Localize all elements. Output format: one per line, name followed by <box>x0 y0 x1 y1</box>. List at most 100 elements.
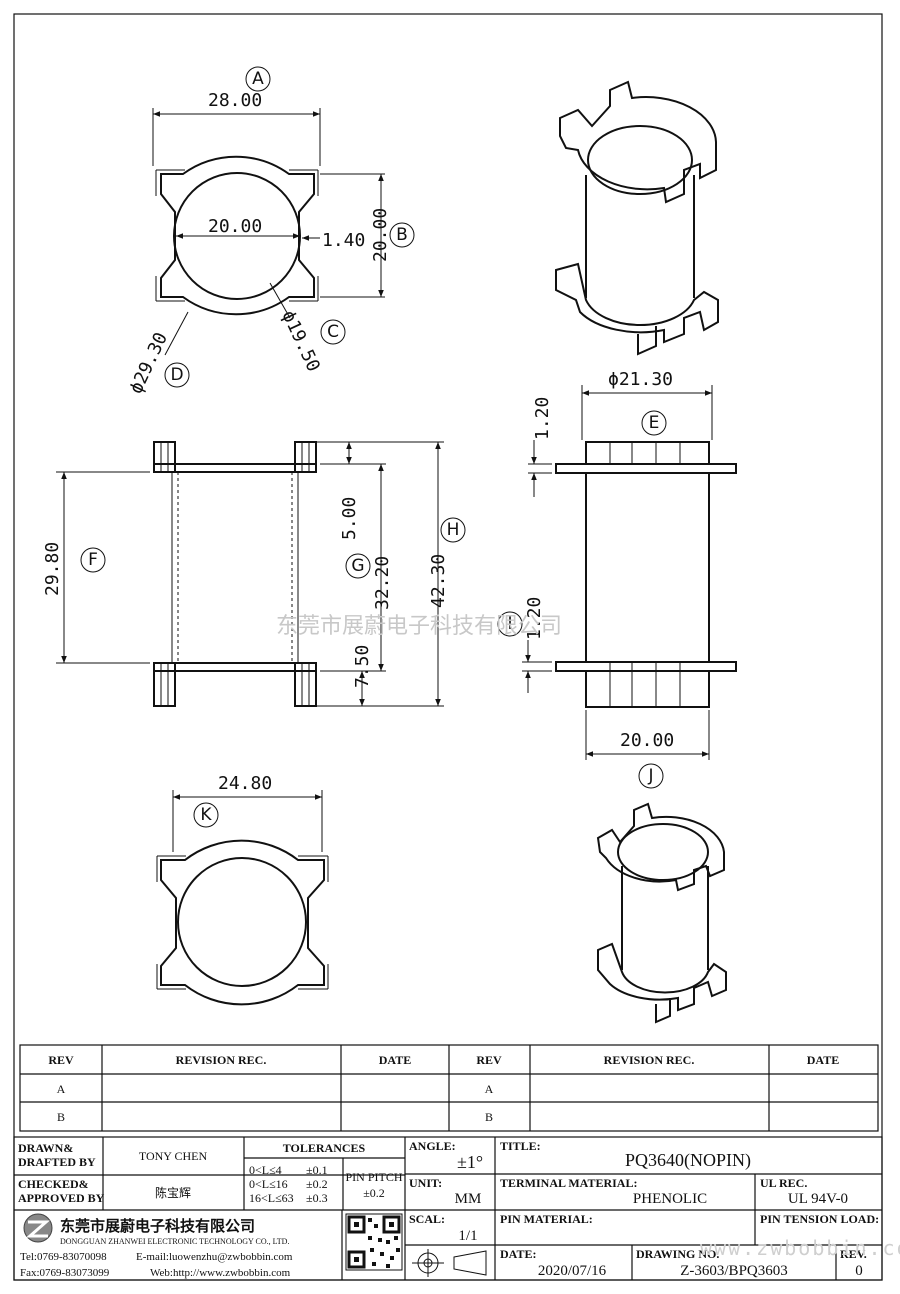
dim-e-text: ϕ21.30 <box>608 369 673 390</box>
company-tel: Tel:0769-83070098 <box>20 1251 107 1263</box>
svg-text:E: E <box>649 413 660 433</box>
revision-rec-header-1: REVISION REC. <box>176 1053 267 1067</box>
tol-range-3: 16<L≤63 <box>249 1191 294 1205</box>
company-logo-icon <box>23 1213 53 1243</box>
drawing-no-label: DRAWING NO. <box>636 1247 719 1261</box>
company-web: Web:http://www.zwbobbin.com <box>150 1267 291 1279</box>
tol-range-2: 0<L≤16 <box>249 1177 288 1191</box>
scale-label: SCAL: <box>409 1212 445 1226</box>
qr-code-icon <box>345 1213 403 1271</box>
unit-label: UNIT: <box>409 1176 442 1190</box>
drawn-by-value: TONY CHEN <box>139 1149 208 1163</box>
svg-text:J: J <box>647 766 653 786</box>
svg-text:C: C <box>327 322 339 342</box>
rev-row-b-left: B <box>57 1110 65 1124</box>
dim-g-top-text: 5.00 <box>339 497 360 540</box>
terminal-material-label: TERMINAL MATERIAL: <box>500 1176 637 1190</box>
rev-row-a-left: A <box>57 1082 66 1096</box>
dim-g-bot-text: 7.50 <box>352 645 373 688</box>
dim-i-text: 1.20 <box>524 597 545 640</box>
angle-label: ANGLE: <box>409 1139 456 1153</box>
pin-material-label: PIN MATERIAL: <box>500 1212 593 1226</box>
dim-j-text: 20.00 <box>620 730 674 751</box>
dim-c-text: ϕ19.50 <box>277 307 324 375</box>
sheet-border <box>13 13 883 1281</box>
company-name-cn: 东莞市展蔚电子科技有限公司 <box>60 1217 255 1235</box>
dim-a-text: 28.00 <box>208 90 262 111</box>
callout-b: B <box>389 222 415 248</box>
rev-row-b-right: B <box>485 1110 493 1124</box>
date-label: DATE: <box>500 1247 536 1261</box>
svg-text:A: A <box>252 69 264 89</box>
callout-a: A <box>245 66 271 92</box>
drawn-label-1: DRAWN& <box>18 1141 73 1155</box>
pin-pitch-value: ±0.2 <box>363 1186 385 1200</box>
pin-pitch-label: PIN PITCH <box>345 1170 402 1184</box>
isometric-view-top <box>555 80 719 356</box>
callout-h: H <box>440 517 466 543</box>
date-header-1: DATE <box>379 1053 411 1067</box>
top-view <box>152 108 385 356</box>
company-name-en: DONGGUAN ZHANWEI ELECTRONIC TECHNOLOGY C… <box>60 1237 289 1246</box>
svg-text:G: G <box>351 556 364 576</box>
rev-label: REV. <box>840 1247 867 1261</box>
svg-text:B: B <box>396 225 408 245</box>
svg-text:K: K <box>200 805 212 825</box>
callout-f: F <box>80 547 106 573</box>
dim-e-top-text: 1.20 <box>532 397 553 440</box>
callout-i: I <box>497 611 523 637</box>
title-value: PQ3640(NOPIN) <box>625 1150 751 1171</box>
tol-value-2: ±0.2 <box>306 1177 328 1191</box>
revision-table <box>19 1044 879 1132</box>
callout-d: D <box>164 362 190 388</box>
callout-j: J <box>638 763 664 789</box>
dim-d-text: ϕ29.30 <box>125 329 172 397</box>
dim-a-inner-text: 20.00 <box>208 216 262 237</box>
checked-label-1: CHECKED& <box>18 1177 89 1191</box>
tol-value-3: ±0.3 <box>306 1191 328 1205</box>
callout-g: G <box>345 553 371 579</box>
dim-wall-text: 1.40 <box>322 230 365 251</box>
terminal-material-value: PHENOLIC <box>633 1191 707 1207</box>
ul-rec-label: UL REC. <box>760 1176 807 1190</box>
svg-text:D: D <box>170 365 183 385</box>
title-label: TITLE: <box>500 1139 541 1153</box>
dim-g-text: 32.20 <box>372 556 393 610</box>
company-fax: Fax:0769-83073099 <box>20 1267 110 1279</box>
dim-b-text: 20.00 <box>370 208 391 262</box>
rev-row-a-right: A <box>485 1082 494 1096</box>
svg-text:F: F <box>88 550 98 570</box>
tolerances-label: TOLERANCES <box>283 1141 366 1155</box>
ul-rec-value: UL 94V-0 <box>788 1191 848 1207</box>
pin-tension-label: PIN TENSION LOAD: <box>760 1212 879 1226</box>
rev-header-2: REV <box>476 1053 502 1067</box>
checked-label-2: APPROVED BY <box>18 1191 105 1205</box>
callout-e: E <box>641 410 667 436</box>
rev-header-1: REV <box>48 1053 74 1067</box>
drawn-label-2: DRAFTED BY <box>18 1155 96 1169</box>
scale-value: 1/1 <box>458 1228 477 1244</box>
svg-text:H: H <box>447 520 460 540</box>
unit-value: MM <box>455 1191 482 1207</box>
callout-c: C <box>320 319 346 345</box>
watermark-text: 东莞市展蔚电子科技有限公司 <box>276 614 562 639</box>
tol-value-1: ±0.1 <box>306 1163 328 1177</box>
revision-rec-header-2: REVISION REC. <box>604 1053 695 1067</box>
svg-text:I: I <box>507 614 512 634</box>
side-view <box>522 385 737 760</box>
projection-symbol-icon <box>412 1249 487 1277</box>
watermark-url: www.zwbobbin.com <box>700 1236 900 1260</box>
dim-h-text: 42.30 <box>428 554 449 608</box>
tol-range-1: 0<L≤4 <box>249 1163 282 1177</box>
date-header-2: DATE <box>807 1053 839 1067</box>
dim-k-text: 24.80 <box>218 773 272 794</box>
bottom-view <box>156 790 329 1006</box>
isometric-view-bottom <box>596 802 727 1024</box>
title-block <box>13 1136 883 1281</box>
drawing-no-value: Z-3603/BPQ3603 <box>680 1263 788 1279</box>
rev-value: 0 <box>855 1263 863 1279</box>
dim-f-text: 29.80 <box>42 542 63 596</box>
angle-value: ±1° <box>457 1152 483 1172</box>
callout-k: K <box>193 802 219 828</box>
